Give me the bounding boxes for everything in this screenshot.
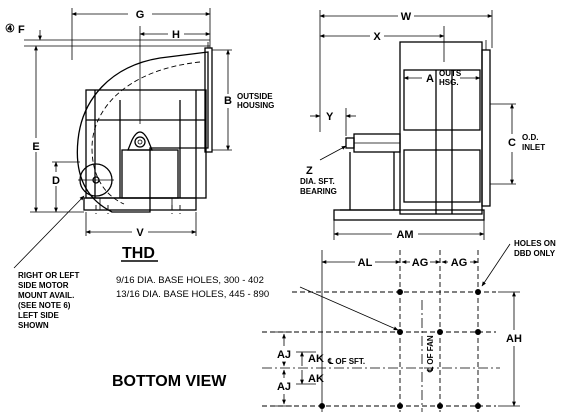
motor-callout-line5: LEFT SIDE [18, 311, 60, 320]
dim-a-label: A [426, 73, 434, 85]
dim-aj2-label: AJ [277, 381, 291, 393]
bearing-pillow [127, 131, 153, 151]
dim-z-label: Z [306, 165, 313, 177]
dim-ag2-label: AG [451, 257, 468, 269]
cl-fan-label: ℄ OF FAN [426, 335, 435, 373]
dim-d-label: D [52, 175, 60, 187]
front-view: W X A OUTS HSG. C O.D. INLET Y Z DIA. SF… [300, 10, 545, 241]
bottom-view: 9/16 DIA. BASE HOLES, 300 - 402 13/16 DI… [112, 239, 556, 412]
dim-v-label: V [136, 227, 144, 239]
outlet-flange [204, 47, 213, 153]
base-hole [319, 403, 325, 409]
motor-callout-line1: RIGHT OR LEFT [18, 271, 79, 280]
dim-h-label: H [172, 29, 180, 41]
note-4-marker: ④ [5, 23, 15, 35]
base-hole [437, 403, 443, 409]
od-inlet-line2: INLET [522, 143, 545, 152]
base-hole [397, 329, 403, 335]
base-hole-dbd [475, 289, 481, 295]
base-holes-line1: 9/16 DIA. BASE HOLES, 300 - 402 [116, 275, 264, 286]
dim-g-label: G [136, 9, 145, 21]
outs-hsg-line1: OUTS [439, 69, 462, 78]
bearing-line2: BEARING [300, 187, 337, 196]
dim-w-label: W [401, 11, 412, 23]
dim-al-label: AL [358, 257, 373, 269]
base-hole [437, 329, 443, 335]
od-inlet-line1: O.D. [522, 133, 538, 142]
model-title: THD [122, 245, 155, 262]
base-hole-dbd [475, 329, 481, 335]
base-hole-dbd [475, 403, 481, 409]
outside-housing-line2: HOUSING [237, 101, 274, 110]
dim-e-label: E [32, 141, 39, 153]
dim-f-label: F [18, 24, 25, 36]
motor-callout-line2: SIDE MOTOR [18, 281, 69, 290]
dim-ag1-label: AG [412, 257, 429, 269]
dim-b-label: B [224, 95, 232, 107]
frame-base [83, 197, 197, 211]
bearing-line1: DIA. SFT. [300, 177, 335, 186]
motor-callout-line4: (SEE NOTE 6) [18, 301, 71, 310]
housing-body [399, 41, 483, 215]
holes-on-line1: HOLES ON [514, 239, 556, 248]
outs-hsg-line2: HSG. [439, 78, 459, 87]
cl-shaft-label: ℄ OF SFT. [327, 357, 365, 366]
dim-aj1-label: AJ [277, 349, 291, 361]
dim-am-label: AM [396, 229, 413, 241]
dim-c-label: C [508, 137, 516, 149]
dim-x-label: X [373, 31, 381, 43]
dim-ak2-label: AK [308, 373, 324, 385]
scroll-housing [76, 51, 209, 213]
dim-ak1-label: AK [308, 353, 324, 365]
dim-y-label: Y [326, 111, 334, 123]
front-base [333, 209, 485, 221]
base-hole [397, 289, 403, 295]
holes-on-line2: DBD ONLY [514, 249, 556, 258]
outside-housing-line1: OUTSIDE [237, 92, 273, 101]
frame-outline [85, 89, 207, 199]
motor-callout-line6: SHOWN [18, 321, 49, 330]
dim-ah-label: AH [506, 333, 522, 345]
inlet-cone [481, 49, 491, 207]
motor-callout-line3: MOUNT AVAIL. [18, 291, 74, 300]
base-holes-line2: 13/16 DIA. BASE HOLES, 445 - 890 [116, 289, 269, 300]
base-hole [397, 403, 403, 409]
bottom-view-title: BOTTOM VIEW [112, 373, 227, 390]
side-view: G H ④ F E D V B OUTSIDE HOUS [5, 8, 274, 330]
shaft-end [345, 137, 355, 149]
